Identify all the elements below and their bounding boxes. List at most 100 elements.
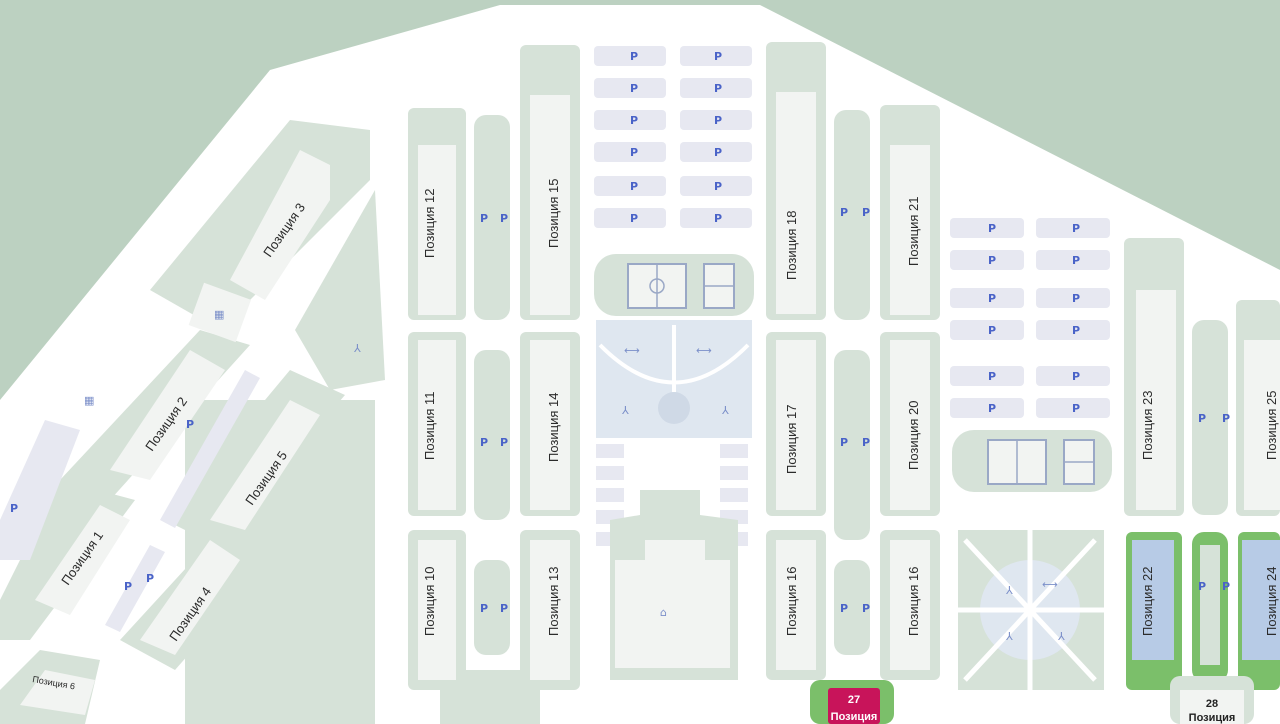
bldg-p11 xyxy=(418,340,456,510)
double-arrow-icon: ⟷ xyxy=(624,344,640,357)
bldg-p18 xyxy=(776,92,816,314)
parking-icon: P xyxy=(862,206,870,219)
building-p5 xyxy=(210,400,320,530)
parking-icon: P xyxy=(630,50,638,63)
parking-icon: P xyxy=(714,114,722,127)
parking-icon: P xyxy=(124,580,132,593)
bldg-p25 xyxy=(1244,340,1280,510)
parking-icon: P xyxy=(630,82,638,95)
central-blocks xyxy=(408,42,1280,724)
plaza-west xyxy=(0,420,80,560)
parking-strip-sw xyxy=(105,545,165,632)
lane-c1 xyxy=(1192,320,1228,515)
parking-icon: P xyxy=(1072,324,1080,337)
label-p25: Позиция 25 xyxy=(1264,391,1279,460)
block-park-west xyxy=(295,190,385,390)
amenity-icons: ⟷ ⟷ ⟷ ⅄ ⅄ ⅄ ⅄ ⅄ ⅄ ⌂ ▦ ▦ xyxy=(84,308,1065,643)
playground-icon: ⅄ xyxy=(622,404,629,417)
label-p23: Позиция 23 xyxy=(1140,391,1155,460)
parking-icon: P xyxy=(480,212,488,225)
parking-icon: P xyxy=(1072,402,1080,415)
label-p15: Позиция 15 xyxy=(546,179,561,248)
bldg-p12 xyxy=(418,145,456,315)
bldg-p16b xyxy=(890,540,930,670)
plaza-paths xyxy=(598,325,750,392)
school-icon: ⌂ xyxy=(660,606,667,619)
lane-b1 xyxy=(834,110,870,320)
playground-icon: ⅄ xyxy=(354,342,361,355)
bldg-p14 xyxy=(530,340,570,510)
parking-icon: P xyxy=(988,402,996,415)
parking-icon: P xyxy=(840,602,848,615)
label-p16a: Позиция 16 xyxy=(784,567,799,636)
shop-icon: ▦ xyxy=(214,308,224,321)
parking-icon: P xyxy=(862,602,870,615)
parking-icon: P xyxy=(1072,292,1080,305)
parking-icon: P xyxy=(840,436,848,449)
badge-28-label: Позиция xyxy=(1189,712,1236,724)
parking-icon: P xyxy=(714,146,722,159)
label-p14: Позиция 14 xyxy=(546,393,561,462)
parking-icon: P xyxy=(988,292,996,305)
parking-icon: P xyxy=(1072,222,1080,235)
label-p18: Позиция 18 xyxy=(784,211,799,280)
playground-icon: ⅄ xyxy=(1058,630,1065,643)
lane-a1 xyxy=(474,115,510,320)
bldg-p15 xyxy=(530,95,570,315)
parking-icon: P xyxy=(186,418,194,431)
label-p11: Позиция 11 xyxy=(422,391,437,460)
building-p6 xyxy=(20,670,95,715)
parking-icon: P xyxy=(480,602,488,615)
bldg-p24 xyxy=(1242,540,1280,660)
parking-icon: P xyxy=(1222,580,1230,593)
bldg-p17 xyxy=(776,340,816,510)
parking-icon: P xyxy=(714,82,722,95)
label-p16b: Позиция 16 xyxy=(906,567,921,636)
double-arrow-icon: ⟷ xyxy=(696,344,712,357)
shop-icon: ▦ xyxy=(84,394,94,407)
parking-icon: P xyxy=(988,370,996,383)
lane-a2 xyxy=(474,350,510,520)
badge-28-number: 28 xyxy=(1206,698,1218,710)
parking-icon: P xyxy=(500,436,508,449)
label-p22: Позиция 22 xyxy=(1140,567,1155,636)
parking-icon: P xyxy=(1198,412,1206,425)
parking-icon: P xyxy=(862,436,870,449)
parking-icon: P xyxy=(988,222,996,235)
badge-27-number: 27 xyxy=(848,694,860,706)
parking-icon: P xyxy=(714,180,722,193)
parking-icon: P xyxy=(1222,412,1230,425)
shop-building xyxy=(188,282,252,343)
label-p21: Позиция 21 xyxy=(906,197,921,266)
bldg-p21 xyxy=(890,145,930,315)
building-p1 xyxy=(35,505,130,615)
label-p17: Позиция 17 xyxy=(784,405,799,474)
label-p13: Позиция 13 xyxy=(546,567,561,636)
parking-icon: P xyxy=(714,212,722,225)
parking-icon: P xyxy=(630,146,638,159)
double-arrow-icon: ⟷ xyxy=(1042,578,1058,591)
playground-icon: ⅄ xyxy=(1006,584,1013,597)
building-p2 xyxy=(110,350,225,480)
bldg-p10 xyxy=(418,540,456,680)
west-district xyxy=(0,120,540,724)
label-p24: Позиция 24 xyxy=(1264,567,1279,636)
parking-icon: P xyxy=(840,206,848,219)
lane-b2 xyxy=(834,350,870,540)
lane-a3 xyxy=(474,560,510,655)
bldg-p23 xyxy=(1136,290,1176,510)
parking-icon: P xyxy=(500,212,508,225)
bldg-p22 xyxy=(1132,540,1174,660)
bldg-p13 xyxy=(530,540,570,680)
parking-icon: P xyxy=(480,436,488,449)
bldg-p27-highlight xyxy=(828,688,880,724)
playground-icon: ⅄ xyxy=(1006,630,1013,643)
label-p12: Позиция 12 xyxy=(422,189,437,258)
parking-icon: P xyxy=(988,254,996,267)
parking-strip-west xyxy=(160,370,260,528)
bldg-p20 xyxy=(890,340,930,510)
school-building xyxy=(615,540,730,668)
building-p3 xyxy=(230,150,330,300)
badge-27-label: Позиция xyxy=(831,711,878,723)
